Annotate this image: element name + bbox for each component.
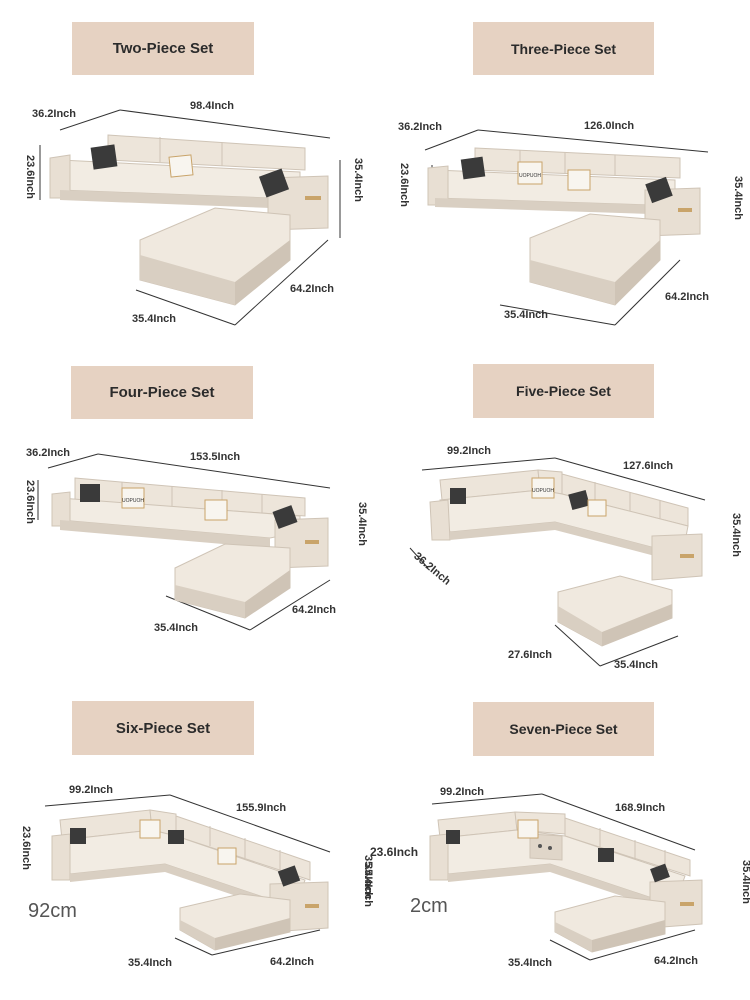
dim-back-height: 35.4Inch bbox=[732, 176, 744, 221]
dim-width: 98.4Inch bbox=[190, 100, 235, 112]
sofa-seven-piece-illustration bbox=[429, 793, 703, 961]
sofa-three-piece-illustration: UOPUOH bbox=[424, 129, 709, 326]
dim-width: 153.5Inch bbox=[190, 451, 241, 463]
dim-seat-height: 23.6Inch bbox=[20, 826, 32, 871]
dim-chaise-length: 64.2Inch bbox=[292, 604, 337, 616]
pillow-brand-text: UOPUOH bbox=[532, 488, 554, 494]
dim-chaise-width: 35.4Inch bbox=[128, 957, 173, 969]
watermark-text: 92cm bbox=[28, 900, 77, 922]
dim-side-height: 35.4Inch bbox=[740, 860, 750, 905]
dim-back-height: 35.4Inch bbox=[362, 863, 374, 908]
dim-right-width: 168.9Inch bbox=[615, 802, 666, 814]
sofa-five-piece-illustration: UOPUOH bbox=[409, 457, 706, 667]
dim-right-width: 155.9Inch bbox=[236, 802, 287, 814]
dim-back-height: 35.4Inch bbox=[730, 513, 742, 558]
dim-chaise-length: 64.2Inch bbox=[665, 291, 710, 303]
dim-left-width: 99.2Inch bbox=[69, 784, 114, 796]
dim-chaise-width: 35.4Inch bbox=[132, 313, 177, 325]
dim-ottoman-depth: 27.6Inch bbox=[508, 649, 553, 661]
dim-depth: 36.2Inch bbox=[398, 121, 443, 133]
dim-back-height: 35.4Inch bbox=[362, 855, 374, 900]
sofa-six-piece-illustration bbox=[44, 794, 331, 956]
dim-width: 126.0Inch bbox=[584, 120, 635, 132]
dim-chaise-length: 64.2Inch bbox=[270, 956, 315, 968]
dim-chaise-width: 35.4Inch bbox=[508, 957, 553, 969]
set-title-six-piece: Six-Piece Set bbox=[72, 701, 254, 755]
dim-left-width: 99.2Inch bbox=[447, 445, 492, 457]
dim-seat-height: 23.6Inch bbox=[370, 845, 419, 859]
dim-depth: 36.2Inch bbox=[26, 447, 71, 459]
set-title-five-piece: Five-Piece Set bbox=[473, 364, 654, 418]
set-title-three-piece: Three-Piece Set bbox=[473, 22, 654, 75]
sofa-four-piece-illustration: UOPUOH bbox=[37, 453, 331, 631]
set-title-seven-piece: Seven-Piece Set bbox=[473, 702, 654, 756]
dim-seat-height: 23.6Inch bbox=[24, 480, 36, 525]
pillow-brand-text: UOPUOH bbox=[122, 498, 144, 504]
dim-chaise-width: 35.4Inch bbox=[154, 622, 199, 634]
dim-depth: 36.2Inch bbox=[32, 108, 77, 120]
dim-right-width: 127.6Inch bbox=[623, 460, 674, 472]
set-title-four-piece: Four-Piece Set bbox=[71, 366, 253, 419]
dim-back-height: 35.4Inch bbox=[352, 158, 364, 203]
dim-back-height: 35.4Inch bbox=[356, 502, 368, 547]
dim-ottoman-width: 35.4Inch bbox=[614, 659, 659, 671]
dim-seat-height: 23.6Inch bbox=[398, 163, 410, 208]
dim-chaise-width: 35.4Inch bbox=[504, 309, 549, 321]
pillow-brand-text: UOPUOH bbox=[519, 173, 541, 179]
set-title-two-piece: Two-Piece Set bbox=[72, 22, 254, 75]
dim-left-width: 99.2Inch bbox=[440, 786, 485, 798]
sofa-two-piece-illustration bbox=[39, 109, 341, 326]
watermark-text: 2cm bbox=[410, 895, 448, 917]
dim-chaise-length: 64.2Inch bbox=[654, 955, 699, 967]
dim-chaise-length: 64.2Inch bbox=[290, 283, 335, 295]
dim-seat-height: 23.6Inch bbox=[24, 155, 36, 200]
